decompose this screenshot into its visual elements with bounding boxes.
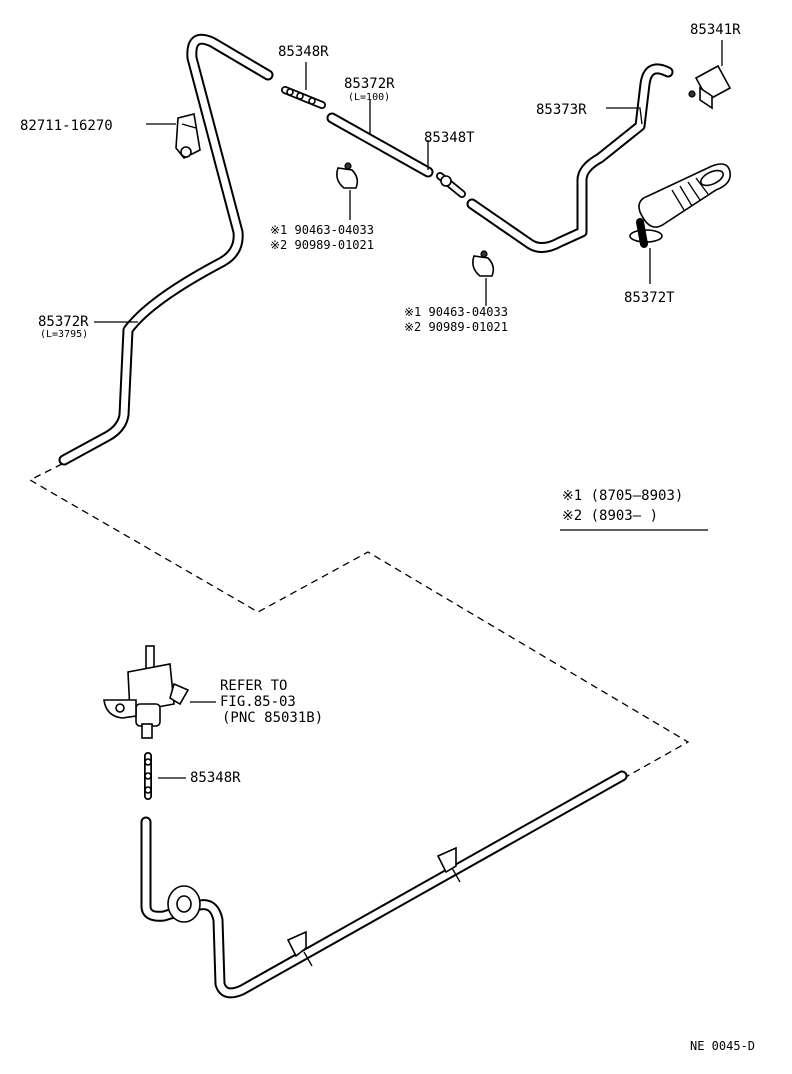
short-hose-85372R xyxy=(326,112,434,178)
leader-lines xyxy=(94,40,723,779)
label-85348R-top: 85348R xyxy=(278,44,329,60)
label-85372R-long: 85372R xyxy=(38,314,89,330)
part-85372T xyxy=(629,163,732,248)
hose-bracket-2 xyxy=(436,846,461,883)
diagram-code: NE 0045-D xyxy=(690,1039,755,1053)
label-clip2-alternate: ※2 90989-01021 xyxy=(404,320,508,334)
label-clip2-primary: ※1 90463-04033 xyxy=(404,305,508,319)
label-85372R-long-length: (L=3795) xyxy=(40,329,88,340)
connector-85348R-top xyxy=(281,86,326,109)
vacuum-valve xyxy=(103,645,190,739)
refer-line-1: REFER TO xyxy=(220,678,287,694)
legend-row-1: ※1 (8705—8903) xyxy=(562,488,683,504)
hose-bracket-1 xyxy=(286,930,313,967)
hose-85373R xyxy=(466,63,674,253)
label-clip1-primary: ※1 90463-04033 xyxy=(270,223,374,237)
label-85372R-short: 85372R xyxy=(344,76,395,92)
legend-row-2: ※2 (8903— ) xyxy=(562,508,658,524)
part-82711-16270 xyxy=(175,113,201,160)
connector-85348T xyxy=(436,172,466,198)
label-85372T: 85372T xyxy=(624,290,675,306)
clip-upper xyxy=(336,162,359,189)
refer-line-2: FIG.85-03 xyxy=(220,694,296,710)
label-85373R: 85373R xyxy=(536,102,587,118)
label-85341R: 85341R xyxy=(690,22,741,38)
clip-lower xyxy=(472,250,495,277)
label-82711-16270: 82711-16270 xyxy=(20,118,113,134)
connector-85348R-bottom xyxy=(144,752,152,800)
dashed-link-left xyxy=(28,463,690,779)
refer-line-3: (PNC 85031B) xyxy=(222,710,323,726)
label-clip1-alternate: ※2 90989-01021 xyxy=(270,238,374,252)
label-85348T: 85348T xyxy=(424,130,475,146)
long-hose-upper xyxy=(58,33,274,466)
label-85348R-bottom: 85348R xyxy=(190,770,241,786)
long-hose-lower xyxy=(140,770,628,999)
label-85372R-short-length: (L=100) xyxy=(348,92,390,103)
part-85341R xyxy=(688,64,732,110)
